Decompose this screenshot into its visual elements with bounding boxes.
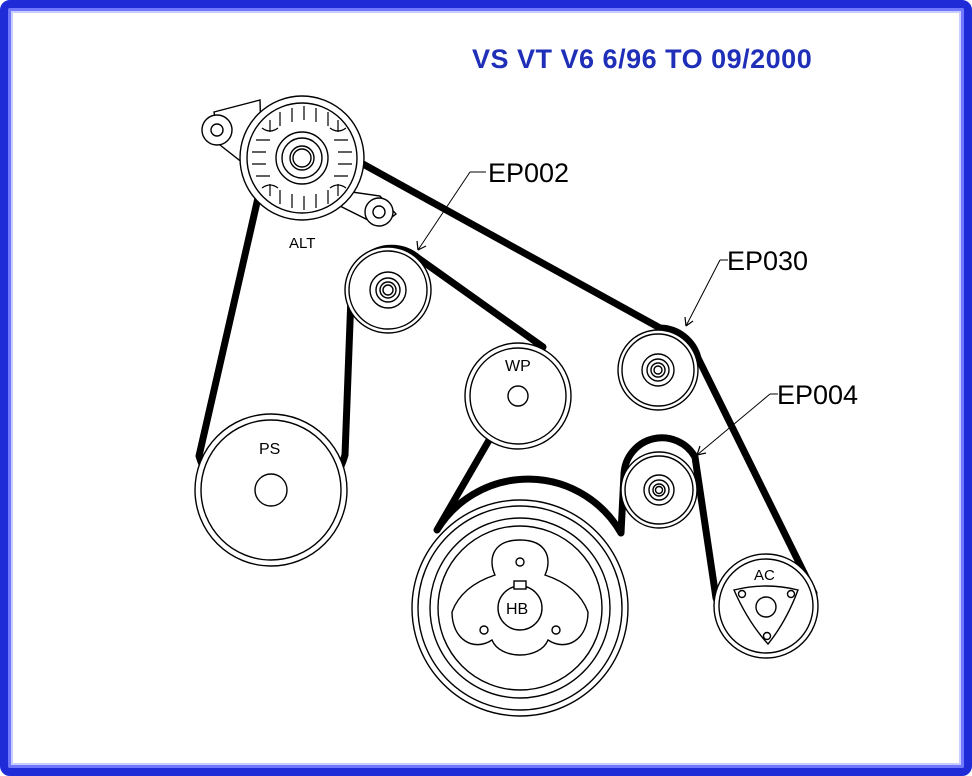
- callout-leaders: [416, 171, 778, 456]
- serpentine-belt: [195, 120, 818, 637]
- ac-compressor-pulley: [713, 553, 819, 659]
- callout-ep002: EP002: [488, 158, 569, 188]
- pulley-label-alt: ALT: [289, 235, 315, 252]
- harmonic-balancer-pulley: [411, 499, 629, 717]
- pulley-label-ps: PS: [259, 441, 280, 458]
- idler-pulley-ep004: [620, 451, 698, 529]
- callout-ep030: EP030: [727, 246, 808, 276]
- idler-pulley-ep002: [344, 246, 432, 334]
- pulley-label-ac: AC: [754, 567, 775, 584]
- power-steering-pulley: [194, 413, 348, 567]
- pulley-label-wp: WP: [505, 358, 531, 375]
- alternator: [201, 95, 398, 227]
- water-pump-pulley: [464, 342, 572, 450]
- diagram-title: VS VT V6 6/96 TO 09/2000: [472, 44, 813, 74]
- pulley-label-hb: HB: [506, 601, 528, 618]
- callout-ep004: EP004: [777, 380, 858, 410]
- idler-pulley-ep030: [617, 329, 699, 411]
